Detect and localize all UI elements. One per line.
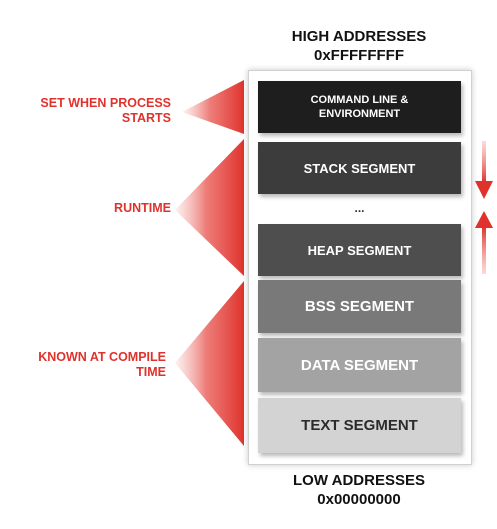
bss-segment-label: BSS SEGMENT xyxy=(304,298,415,315)
process-start-annotation: SET WHEN PROCESS STARTS xyxy=(40,96,171,126)
high-addresses-title: HIGH ADDRESSES xyxy=(291,28,427,45)
runtime-text: RUNTIME xyxy=(114,201,171,215)
stack-segment-label: STACK SEGMENT xyxy=(303,160,416,176)
compile-time-text-2: TIME xyxy=(136,365,166,379)
gap-ellipsis: ... xyxy=(354,201,365,215)
memory-layout-column: COMMAND LINE & ENVIRONMENT STACK SEGMENT… xyxy=(248,70,472,465)
compile-time-annotation: KNOWN AT COMPILE TIME xyxy=(38,350,166,380)
process-start-wedge xyxy=(182,80,244,134)
heap-segment-label: HEAP SEGMENT xyxy=(307,242,412,258)
compile-time-text-1: KNOWN AT COMPILE xyxy=(38,350,166,364)
low-addresses-title: LOW ADDRESSES xyxy=(293,472,425,489)
command-line-segment: COMMAND LINE & ENVIRONMENT xyxy=(258,81,461,133)
compile-time-wedge xyxy=(175,281,244,446)
runtime-annotation: RUNTIME xyxy=(114,201,171,216)
command-line-label-1: COMMAND LINE & xyxy=(310,94,409,106)
arrow-up-icon xyxy=(475,211,493,274)
data-segment-label: DATA SEGMENT xyxy=(300,356,419,374)
low-addresses-label: LOW ADDRESSES 0x00000000 xyxy=(255,471,463,509)
bss-segment: BSS SEGMENT xyxy=(258,280,461,333)
command-line-label-2: ENVIRONMENT xyxy=(318,108,401,120)
heap-segment: HEAP SEGMENT xyxy=(258,224,461,276)
process-start-text-2: STARTS xyxy=(121,111,171,125)
high-addresses-label: HIGH ADDRESSES 0xFFFFFFFF xyxy=(255,27,463,65)
runtime-wedge xyxy=(175,139,244,276)
data-segment: DATA SEGMENT xyxy=(258,338,461,392)
stack-segment: STACK SEGMENT xyxy=(258,142,461,194)
high-addresses-value: 0xFFFFFFFF xyxy=(314,47,404,64)
text-segment: TEXT SEGMENT xyxy=(258,398,461,453)
process-start-text-1: SET WHEN PROCESS xyxy=(40,96,171,110)
arrow-down-icon xyxy=(475,141,493,199)
text-segment-label: TEXT SEGMENT xyxy=(301,417,418,434)
low-addresses-value: 0x00000000 xyxy=(317,491,401,508)
